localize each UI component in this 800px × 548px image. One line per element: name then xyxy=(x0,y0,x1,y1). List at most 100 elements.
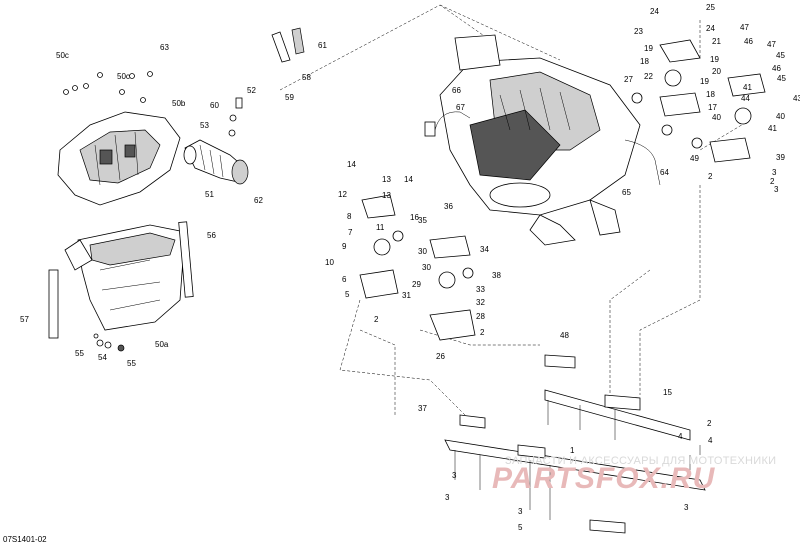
engine xyxy=(424,34,661,246)
hose-61 xyxy=(291,27,305,55)
callout: 57 xyxy=(20,315,29,324)
callout: 7 xyxy=(348,228,353,237)
airbox-base xyxy=(64,224,186,331)
callout: 19 xyxy=(710,55,719,64)
callout: 13 xyxy=(382,175,391,184)
callout: 65 xyxy=(622,188,631,197)
callout: 40 xyxy=(776,112,785,121)
callout: 30 xyxy=(422,263,431,272)
callout: 49 xyxy=(690,154,699,163)
callout: 43 xyxy=(793,94,800,103)
lower-rails xyxy=(444,354,706,534)
callout: 10 xyxy=(325,258,334,267)
callout: 17 xyxy=(708,103,717,112)
callout: 24 xyxy=(650,7,659,16)
callout: 2 xyxy=(770,177,775,186)
callout: 44 xyxy=(741,94,750,103)
callout: 8 xyxy=(347,212,352,221)
callout: 3 xyxy=(772,168,777,177)
callout: 32 xyxy=(476,298,485,307)
callout: 28 xyxy=(476,312,485,321)
callout: 14 xyxy=(404,175,413,184)
callout: 56 xyxy=(207,231,216,240)
callout: 46 xyxy=(772,64,781,73)
callout: 5 xyxy=(345,290,350,299)
callout: 16 xyxy=(410,213,419,222)
callout: 34 xyxy=(480,245,489,254)
callout: 61 xyxy=(318,41,327,50)
callout: 45 xyxy=(776,51,785,60)
callout: 2 xyxy=(374,315,379,324)
callout: 50c xyxy=(117,72,130,81)
callout: 53 xyxy=(200,121,209,130)
callout: 4 xyxy=(708,436,713,445)
callout: 25 xyxy=(706,3,715,12)
callout: 19 xyxy=(644,44,653,53)
callout: 2 xyxy=(480,328,485,337)
callout: 39 xyxy=(776,153,785,162)
callout: 27 xyxy=(624,75,633,84)
callout: 55 xyxy=(127,359,136,368)
callout: 47 xyxy=(740,23,749,32)
callout: 19 xyxy=(700,77,709,86)
callout: 22 xyxy=(644,72,653,81)
callout: 60 xyxy=(210,101,219,110)
callout: 5 xyxy=(518,523,523,532)
mount-brackets-right xyxy=(631,39,766,163)
callout: 38 xyxy=(492,271,501,280)
callout: 64 xyxy=(660,168,669,177)
callout: 33 xyxy=(476,285,485,294)
callout: 24 xyxy=(706,24,715,33)
callout: 14 xyxy=(347,160,356,169)
callout: 50b xyxy=(172,99,186,108)
callout: 6 xyxy=(342,275,347,284)
callout: 45 xyxy=(777,74,786,83)
callout: 47 xyxy=(767,40,776,49)
callout: 36 xyxy=(444,202,453,211)
callout: 58 xyxy=(302,73,311,82)
callout: 41 xyxy=(768,124,777,133)
fitting-52 xyxy=(235,97,243,109)
callout: 30 xyxy=(418,247,427,256)
callout: 50c xyxy=(56,51,69,60)
strap-56 xyxy=(178,221,194,298)
callout: 2 xyxy=(707,419,712,428)
callout: 15 xyxy=(663,388,672,397)
callout: 20 xyxy=(712,67,721,76)
callout: 67 xyxy=(456,103,465,112)
callout: 31 xyxy=(402,291,411,300)
callout: 13 xyxy=(382,191,391,200)
document-code: 07S1401-02 xyxy=(3,535,47,544)
watermark-logo: PARTSFOX.RU xyxy=(492,462,716,495)
watermark-text: ЗАПЧАСТИ И АКСЕССУАРЫ ДЛЯ МОТОТЕХНИКИ xyxy=(505,455,777,467)
clamp-60 xyxy=(229,114,237,122)
callout: 52 xyxy=(247,86,256,95)
callout: 12 xyxy=(338,190,347,199)
callout: 3 xyxy=(452,471,457,480)
callout: 26 xyxy=(436,352,445,361)
callout: 3 xyxy=(445,493,450,502)
callout: 46 xyxy=(744,37,753,46)
callout: 9 xyxy=(342,242,347,251)
callout: 3 xyxy=(684,503,689,512)
callout: 66 xyxy=(452,86,461,95)
callout: 11 xyxy=(376,223,385,232)
mount-brackets-center xyxy=(359,194,476,341)
callout: 51 xyxy=(205,190,214,199)
callout: 21 xyxy=(712,37,721,46)
strap-57 xyxy=(48,269,59,339)
callout-labels: 24 25 24 23 19 18 22 21 20 19 27 18 19 1… xyxy=(20,3,800,532)
callout: 18 xyxy=(640,57,649,66)
callout: 18 xyxy=(706,90,715,99)
callout: 35 xyxy=(418,216,427,225)
intake-duct xyxy=(183,139,249,185)
callout: 50a xyxy=(155,340,169,349)
callout: 48 xyxy=(560,331,569,340)
clamp-53 xyxy=(228,129,236,137)
callout: 59 xyxy=(285,93,294,102)
callout: 55 xyxy=(75,349,84,358)
callout: 54 xyxy=(98,353,107,362)
airbox-lid xyxy=(57,111,181,206)
callout: 41 xyxy=(743,83,752,92)
